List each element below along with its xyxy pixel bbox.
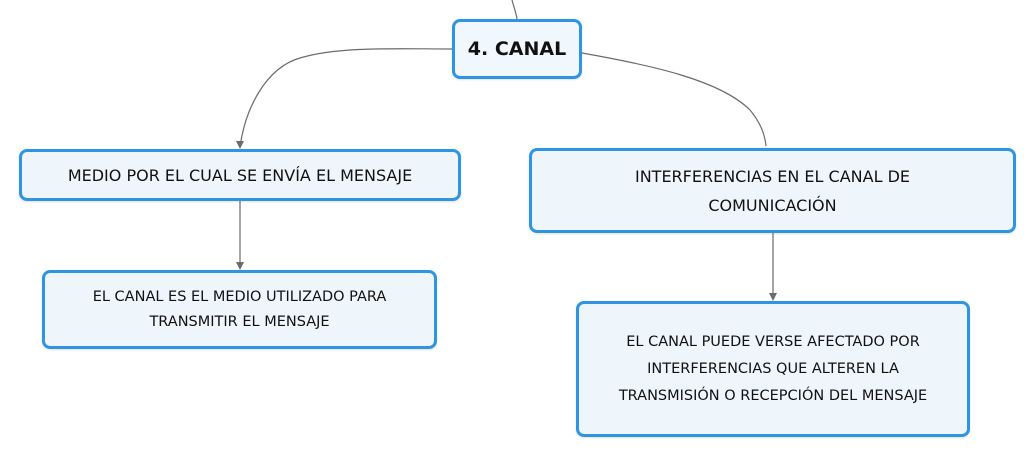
node-interferencias-line-2: COMUNICACIÓN — [708, 195, 837, 215]
node-medio-envio[interactable]: MEDIO POR EL CUAL SE ENVÍA EL MENSAJE — [19, 149, 461, 201]
arrowhead-afectado — [769, 293, 777, 301]
node-canal-medio-line-1: EL CANAL ES EL MEDIO UTILIZADO PARA — [92, 288, 387, 305]
node-canal-medio-utilizado[interactable]: EL CANAL ES EL MEDIO UTILIZADO PARA TRAN… — [42, 270, 437, 349]
node-afectado-line-2: INTERFERENCIAS QUE ALTEREN LA — [647, 360, 899, 377]
connector-root-to-medio — [239, 48, 453, 148]
arrowhead-canal-medio — [236, 262, 244, 270]
node-canal-afectado-text: EL CANAL PUEDE VERSE AFECTADO POR INTERF… — [619, 329, 927, 410]
root-node-label: 4. CANAL — [467, 38, 567, 60]
node-canal-medio-utilizado-text: EL CANAL ES EL MEDIO UTILIZADO PARA TRAN… — [93, 285, 387, 335]
node-interferencias-canal-text: INTERFERENCIAS EN EL CANAL DE COMUNICACI… — [635, 162, 910, 220]
node-medio-envio-label: MEDIO POR EL CUAL SE ENVÍA EL MENSAJE — [67, 165, 413, 185]
node-canal-medio-line-2: TRANSMITIR EL MENSAJE — [149, 313, 330, 330]
root-node-canal[interactable]: 4. CANAL — [452, 19, 582, 79]
arrowhead-medio — [236, 141, 244, 149]
node-interferencias-canal[interactable]: INTERFERENCIAS EN EL CANAL DE COMUNICACI… — [529, 148, 1016, 233]
connector-parent-to-root — [511, 0, 518, 20]
connector-root-to-interferencias — [581, 52, 767, 147]
node-afectado-line-1: EL CANAL PUEDE VERSE AFECTADO POR — [626, 333, 920, 350]
node-interferencias-line-1: INTERFERENCIAS EN EL CANAL DE — [634, 166, 910, 186]
node-afectado-line-3: TRANSMISIÓN O RECEPCIÓN DEL MENSAJE — [618, 387, 928, 404]
node-canal-afectado[interactable]: EL CANAL PUEDE VERSE AFECTADO POR INTERF… — [576, 301, 970, 437]
